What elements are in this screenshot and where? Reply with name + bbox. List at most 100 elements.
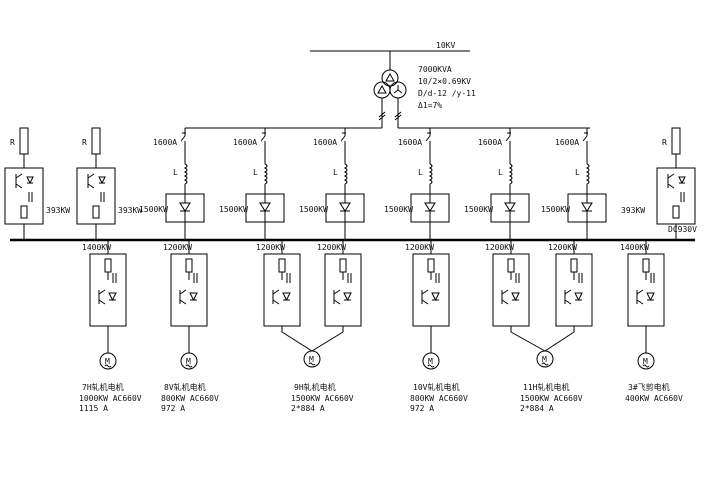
inverter-units: 1400KW 1200KW 1200KW 1200KW 1200KW 1200KW 1200…: [82, 240, 665, 327]
reactor-label: L: [418, 168, 423, 177]
brake-resistor: [671, 127, 681, 155]
motor-rating: 1000KW AC660V: [79, 394, 142, 403]
breaker-symbol: [505, 132, 511, 142]
fuse-icon: [339, 258, 347, 273]
motor-icon: [637, 352, 655, 370]
fuse-icon: [278, 258, 286, 273]
transformer-vector-group: D/d-12 /y-11: [418, 89, 476, 98]
breaker-rating: 1600A: [233, 138, 257, 147]
transformer: [373, 51, 407, 128]
resistor-label: R: [10, 138, 15, 147]
rectifier-power: 1500KW: [541, 205, 570, 214]
rectifier-power: 1500KW: [219, 205, 248, 214]
breaker-rating: 1600A: [478, 138, 502, 147]
breaker-rating: 1600A: [398, 138, 422, 147]
inverter-8: 1400KW: [620, 240, 665, 327]
brake-power: 393KW: [46, 206, 70, 215]
motor-name: 7H轧机电机: [82, 382, 124, 392]
ac-wave: [642, 364, 650, 368]
motor-symbol: M: [428, 357, 433, 366]
motor-name: 3#飞剪电机: [628, 382, 670, 392]
capacitor-icon: [650, 273, 655, 283]
capacitor-icon: [435, 273, 440, 283]
fuse-icon: [507, 258, 515, 273]
diode-icon: [511, 292, 520, 302]
igbt-icon: [333, 289, 341, 305]
reactor-label: L: [575, 168, 580, 177]
fuse-icon: [427, 258, 435, 273]
fuse-icon: [672, 205, 680, 219]
motor-symbol: M: [309, 355, 314, 364]
capacitor-icon: [347, 273, 352, 283]
inverter-power: 1200KW: [163, 243, 192, 252]
fuse-icon: [642, 258, 650, 273]
igbt-icon: [636, 289, 644, 305]
inverter-4: 1200KW: [317, 240, 362, 327]
reactor-label: L: [333, 168, 338, 177]
motor-current: 1115 A: [79, 404, 108, 413]
ac-wave: [104, 364, 112, 368]
capacitor-icon: [193, 273, 198, 283]
capacitor-icon: [286, 273, 291, 283]
diode-icon: [678, 176, 686, 185]
wire: [544, 326, 575, 352]
inverter-box: [492, 253, 530, 327]
inverter-3: 1200KW: [256, 240, 301, 327]
motor-icon: [180, 352, 198, 370]
diode-icon: [26, 176, 34, 185]
fuse-icon: [570, 258, 578, 273]
reactor-label: L: [173, 168, 178, 177]
rectifier-power: 1500KW: [139, 205, 168, 214]
brake-resistor: [19, 127, 29, 155]
inverter-power: 1200KW: [317, 243, 346, 252]
igbt-icon: [564, 289, 572, 305]
diode-icon: [98, 176, 106, 185]
motor-name: 8V轧机电机: [164, 382, 206, 392]
reactor-coil: [183, 163, 188, 185]
transformer-impedance: Δ1=7%: [418, 101, 442, 110]
hv-bus-label: 10KV: [436, 41, 455, 50]
inverter-power: 1400KW: [82, 243, 111, 252]
motor-icon: [536, 350, 554, 368]
ac-wave: [541, 362, 549, 366]
diode-icon: [343, 292, 352, 302]
reactor-label: L: [498, 168, 503, 177]
motor-name: 11H轧机电机: [523, 382, 569, 392]
motor-current: 972 A: [161, 404, 185, 413]
igbt-icon: [87, 173, 95, 189]
ac-wave: [185, 364, 193, 368]
rectifier-feeders: 1600A L 1500KW 1600A L 1500KW 1600A L 1500KW 1600…: [139, 128, 607, 240]
igbt-icon: [98, 289, 106, 305]
capacitor-icon: [578, 273, 583, 283]
inverter-power: 1200KW: [485, 243, 514, 252]
wire: [311, 326, 344, 352]
motor-rating: 1500KW AC660V: [520, 394, 583, 403]
motor-symbol: M: [542, 355, 547, 364]
inverter-2: 1200KW: [163, 240, 208, 327]
diode-icon: [646, 292, 655, 302]
inverter-power: 1400KW: [620, 243, 649, 252]
wire: [510, 326, 546, 352]
resistor-label: R: [82, 138, 87, 147]
wire: [281, 326, 313, 352]
motor-icon: [422, 352, 440, 370]
breaker-rating: 1600A: [313, 138, 337, 147]
ac-wave: [308, 362, 316, 366]
inverter-7: 1200KW: [548, 240, 593, 327]
capacitor-icon: [100, 192, 105, 202]
motor-symbol: M: [186, 357, 191, 366]
reactor-coil: [585, 163, 590, 185]
breaker-symbol: [582, 132, 588, 142]
motor-rating: 1500KW AC660V: [291, 394, 354, 403]
inverter-1: 1400KW: [82, 240, 127, 327]
inverter-5: 1200KW: [405, 240, 450, 327]
